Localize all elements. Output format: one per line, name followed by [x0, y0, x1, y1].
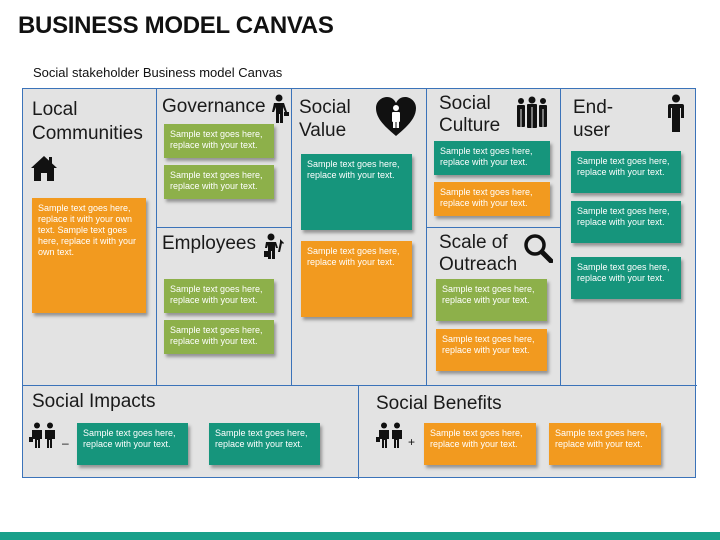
divider	[156, 227, 291, 228]
group-icon	[517, 96, 547, 128]
note-employees-2: Sample text goes here, replace with your…	[164, 320, 274, 354]
businessman-icon	[272, 94, 289, 123]
page-subtitle: Social stakeholder Business model Canvas	[33, 65, 283, 80]
note-social-benefits-1: Sample text goes here, replace with your…	[424, 423, 536, 465]
note-social-value-1: Sample text goes here, replace with your…	[301, 154, 412, 230]
note-social-benefits-2: Sample text goes here, replace with your…	[549, 423, 661, 465]
note-employees-1: Sample text goes here, replace with your…	[164, 279, 274, 313]
note-governance-2: Sample text goes here, replace with your…	[164, 165, 274, 199]
magnifier-icon	[524, 234, 553, 263]
heading-end-user: End- user	[573, 97, 614, 141]
note-end-user-2: Sample text goes here, replace with your…	[571, 201, 681, 243]
note-governance-1: Sample text goes here, replace with your…	[164, 124, 274, 158]
note-outreach-2: Sample text goes here, replace with your…	[436, 329, 547, 371]
footer-bar	[0, 532, 720, 540]
note-outreach-1: Sample text goes here, replace with your…	[436, 279, 547, 321]
divider	[156, 89, 157, 385]
divider	[426, 227, 560, 228]
heading-social-value: Social Value	[299, 97, 351, 141]
note-social-value-2: Sample text goes here, replace with your…	[301, 241, 412, 317]
note-social-culture-1: Sample text goes here, replace with your…	[434, 141, 550, 175]
note-end-user-3: Sample text goes here, replace with your…	[571, 257, 681, 299]
divider	[560, 89, 561, 385]
worker-tools-icon	[264, 233, 284, 259]
divider	[358, 385, 359, 479]
note-local-communities: Sample text goes here, replace it with y…	[32, 198, 146, 313]
heading-social-benefits: Social Benefits	[376, 393, 502, 414]
minus-sign: –	[62, 436, 69, 450]
heading-social-culture: Social Culture	[439, 93, 501, 136]
divider	[23, 385, 697, 386]
business-people-icon	[376, 422, 402, 448]
business-people-icon	[29, 422, 55, 448]
heading-local-communities: Local Communities	[32, 99, 143, 144]
house-icon	[31, 156, 57, 181]
divider	[291, 89, 292, 385]
note-end-user-1: Sample text goes here, replace with your…	[571, 151, 681, 193]
note-social-impacts-1: Sample text goes here, replace with your…	[77, 423, 188, 465]
person-icon	[668, 94, 684, 132]
heading-social-impacts: Social Impacts	[32, 391, 156, 412]
note-social-culture-2: Sample text goes here, replace with your…	[434, 182, 550, 216]
note-social-impacts-2: Sample text goes here, replace with your…	[209, 423, 320, 465]
heading-governance: Governance	[162, 96, 266, 117]
divider	[426, 89, 427, 385]
heading-employees: Employees	[162, 233, 256, 254]
page-title: BUSINESS MODEL CANVAS	[18, 12, 334, 39]
heading-scale-of-outreach: Scale of Outreach	[439, 232, 518, 275]
heart-person-icon	[376, 97, 416, 136]
plus-sign: +	[408, 435, 416, 449]
